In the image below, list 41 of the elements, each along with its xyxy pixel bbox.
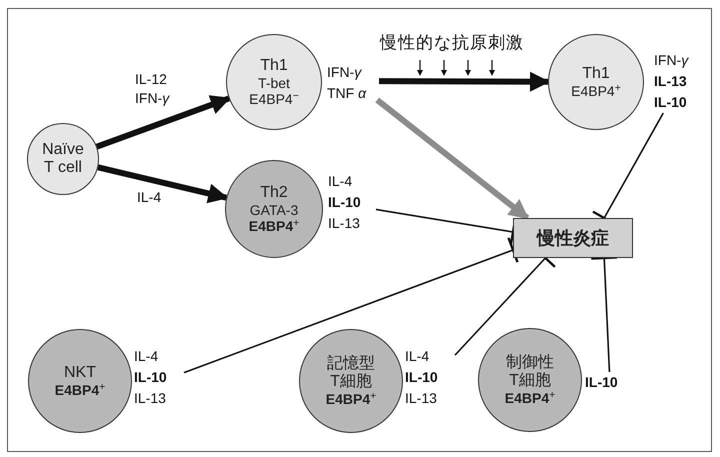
- cytokine-label: IL-13: [654, 72, 688, 91]
- cytokine-label: IL-4: [328, 172, 354, 191]
- marker-label: E4BP4$^{−}$: [249, 91, 299, 108]
- marker-label: E4BP4$^{+}$: [571, 83, 621, 100]
- cytokine-label: IL-10: [405, 368, 439, 387]
- arrow: [375, 98, 530, 220]
- box-label: 慢性炎症: [537, 226, 609, 250]
- stimulus-label: 慢性的な抗原刺激: [380, 33, 524, 52]
- cytokine-label: IFN-γ: [654, 51, 690, 70]
- cytokine-label: IL-13: [134, 389, 167, 408]
- cell-name: 制御性T細胞: [505, 354, 555, 390]
- cell-name: Th2: [260, 184, 288, 202]
- cytokine-label: TNF α: [327, 84, 368, 103]
- cytokine-label: IL-10: [654, 93, 688, 112]
- marker-label: T-bet: [258, 75, 290, 92]
- inhibition-line: [590, 256, 618, 372]
- cytokine-label: IL-10: [585, 373, 619, 392]
- cell-name: Th1: [260, 56, 288, 76]
- cytokine-label: IL-10: [328, 193, 362, 212]
- process-box: [513, 218, 633, 258]
- cytokine-label: IL-4: [134, 347, 160, 366]
- cytokine-label: IL-4: [405, 347, 430, 366]
- cytokine-label: IL-13: [405, 389, 438, 408]
- marker-label: E4BP4$^{+}$: [248, 218, 300, 234]
- cytokine-label: IL-13: [328, 214, 361, 233]
- arrow: [96, 95, 231, 150]
- marker-label: E4BP4$^{+}$: [54, 382, 106, 398]
- marker-label: E4BP4$^{+}$: [326, 391, 376, 408]
- edge-label: IL-4: [137, 188, 162, 207]
- cytokine-label: IFN-γ: [327, 63, 363, 82]
- arrow: [97, 164, 228, 204]
- cell-name: Naïve T cell: [41, 140, 85, 178]
- cell-name: 記憶型T細胞: [326, 354, 376, 392]
- inhibition-line: [184, 236, 519, 374]
- cell-name: NKT: [64, 364, 96, 382]
- marker-label: GATA-3: [250, 202, 298, 218]
- edge-label: IL-12 IFN-γ: [135, 70, 171, 108]
- marker-label: E4BP4$^{+}$: [504, 390, 556, 406]
- arrow: [378, 72, 550, 92]
- cytokine-label: IL-10: [134, 368, 168, 387]
- cell-name: Th1: [582, 64, 610, 84]
